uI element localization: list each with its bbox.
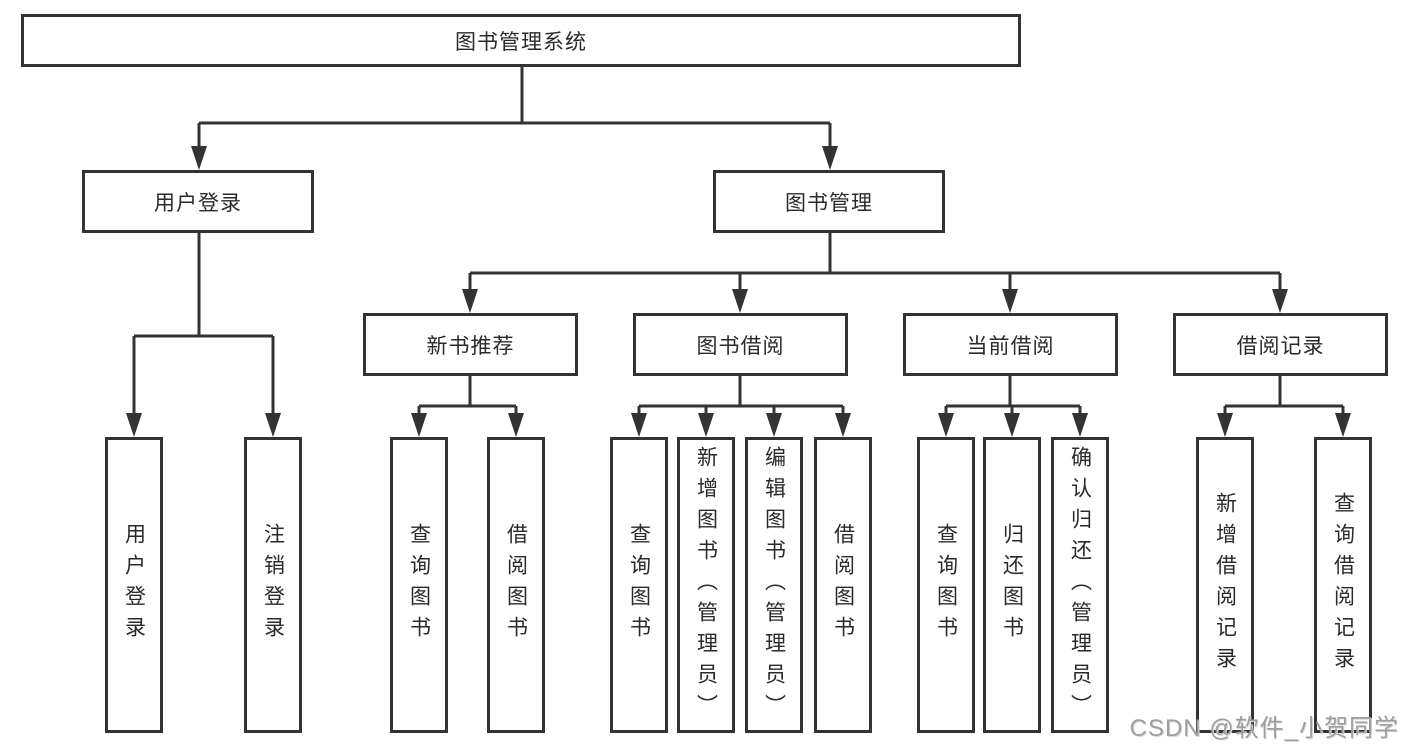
node-label: 用户登录 [154, 191, 242, 215]
leaf-add-books-admin: 新增图书（管理员） [677, 437, 735, 733]
leaf-label: 查询图书 [627, 523, 651, 647]
node-current-borrowing: 当前借阅 [903, 313, 1118, 376]
leaf-logout: 注销登录 [244, 437, 302, 733]
connector-paths [132, 67, 1345, 416]
node-label: 当前借阅 [966, 334, 1055, 358]
node-user-login: 用户登录 [82, 170, 314, 233]
node-label: 新书推荐 [426, 334, 515, 358]
node-book-borrowing: 图书借阅 [633, 313, 848, 376]
leaf-borrow-books: 借阅图书 [814, 437, 872, 733]
leaf-confirm-return-admin: 确认归还（管理员） [1051, 437, 1109, 733]
leaf-label: 借阅图书 [831, 523, 855, 647]
leaf-label: 新增图书（管理员） [694, 445, 718, 725]
leaf-label: 编辑图书（管理员） [762, 445, 786, 725]
leaf-user-login: 用户登录 [105, 437, 163, 733]
node-library-system: 图书管理系统 [21, 14, 1021, 67]
leaf-query-books-recommend: 查询图书 [390, 437, 448, 733]
csdn-watermark: CSDN @软件_小贺同学 [1129, 715, 1399, 742]
leaf-label: 确认归还（管理员） [1068, 445, 1092, 725]
leaf-query-borrow-record: 查询借阅记录 [1314, 437, 1372, 733]
leaf-label: 用户登录 [122, 523, 146, 647]
node-book-management: 图书管理 [713, 170, 945, 233]
node-label: 图书管理 [785, 191, 873, 215]
leaf-query-books-current: 查询图书 [917, 437, 975, 733]
leaf-label: 查询图书 [407, 523, 431, 647]
node-borrowing-records: 借阅记录 [1173, 313, 1388, 376]
leaf-add-borrow-record: 新增借阅记录 [1196, 437, 1254, 733]
leaf-borrow-books-recommend: 借阅图书 [487, 437, 545, 733]
node-label: 图书管理系统 [455, 30, 587, 54]
leaf-label: 注销登录 [261, 523, 285, 647]
leaf-label: 借阅图书 [504, 523, 528, 647]
leaf-label: 查询图书 [934, 523, 958, 647]
arrowheads [126, 146, 1351, 437]
leaf-label: 新增借阅记录 [1213, 492, 1237, 678]
leaf-query-books-borrow: 查询图书 [610, 437, 668, 733]
node-new-book-recommendation: 新书推荐 [363, 313, 578, 376]
leaf-label: 归还图书 [1000, 523, 1024, 647]
node-label: 借阅记录 [1236, 334, 1325, 358]
leaf-label: 查询借阅记录 [1331, 492, 1355, 678]
node-label: 图书借阅 [696, 334, 785, 358]
leaf-edit-books-admin: 编辑图书（管理员） [745, 437, 803, 733]
leaf-return-books: 归还图书 [983, 437, 1041, 733]
